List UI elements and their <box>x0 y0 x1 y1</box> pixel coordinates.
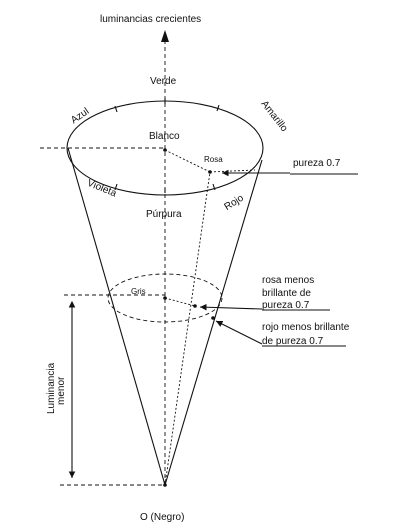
axis-top-label: luminancias crecientes <box>100 14 201 25</box>
blanco-point <box>163 148 167 152</box>
label-pureza: pureza 0.7 <box>293 158 341 169</box>
rosa-menos-leader <box>199 303 263 311</box>
label-verde: Verde <box>150 76 177 87</box>
luminance-axis-arrowhead <box>161 30 169 42</box>
label-negro: O (Negro) <box>140 512 184 523</box>
rojo-menos-point <box>211 316 215 320</box>
rojo-menos-leader <box>215 320 263 345</box>
rosa-menos-point <box>193 304 197 308</box>
label-luminancia-menor-2: menor <box>56 376 67 405</box>
label-rosa-menos-2: brillante de <box>262 288 311 299</box>
rosa-to-rojo-line <box>209 169 256 173</box>
label-rojo-menos-2: de pureza 0.7 <box>262 336 324 347</box>
cone-left-side <box>67 147 166 486</box>
label-blanco: Blanco <box>149 131 180 142</box>
mid-ellipse <box>107 273 223 323</box>
tick-amarillo <box>216 104 220 112</box>
label-purpura: Púrpura <box>146 209 182 220</box>
label-rosa-menos-3: pureza 0.7 <box>262 300 310 311</box>
gris-point <box>163 296 167 300</box>
tick-azul <box>114 105 118 113</box>
apex-point <box>163 483 167 487</box>
label-violeta: Violeta <box>86 178 119 200</box>
tick-violeta <box>114 183 118 191</box>
label-gris: Gris <box>131 287 146 296</box>
cone-right-side <box>164 159 263 486</box>
gris-to-rosa-menos-line <box>164 297 196 307</box>
blanco-to-rosa-line <box>164 149 211 173</box>
label-luminancia-menor-1: Luminancia <box>46 362 57 414</box>
label-azul: Azul <box>69 106 91 126</box>
label-rojo: Rojo <box>222 192 246 212</box>
label-rosa: Rosa <box>204 155 223 164</box>
label-amarillo: Amarillo <box>259 99 290 135</box>
label-rojo-menos-1: rojo menos brillante <box>262 322 350 333</box>
label-rosa-menos-1: rosa menos <box>262 275 314 286</box>
apex-to-rosa-line <box>164 171 211 486</box>
tick-rojo <box>212 183 216 191</box>
